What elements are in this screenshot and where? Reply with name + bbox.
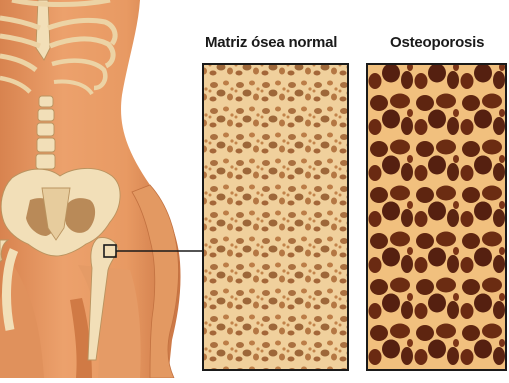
osteoporosis-bone-panel [367,64,506,370]
normal-bone-panel [203,64,348,370]
normal-matrix-title: Matriz ósea normal [205,34,337,51]
osteoporosis-title: Osteoporosis [390,34,484,51]
